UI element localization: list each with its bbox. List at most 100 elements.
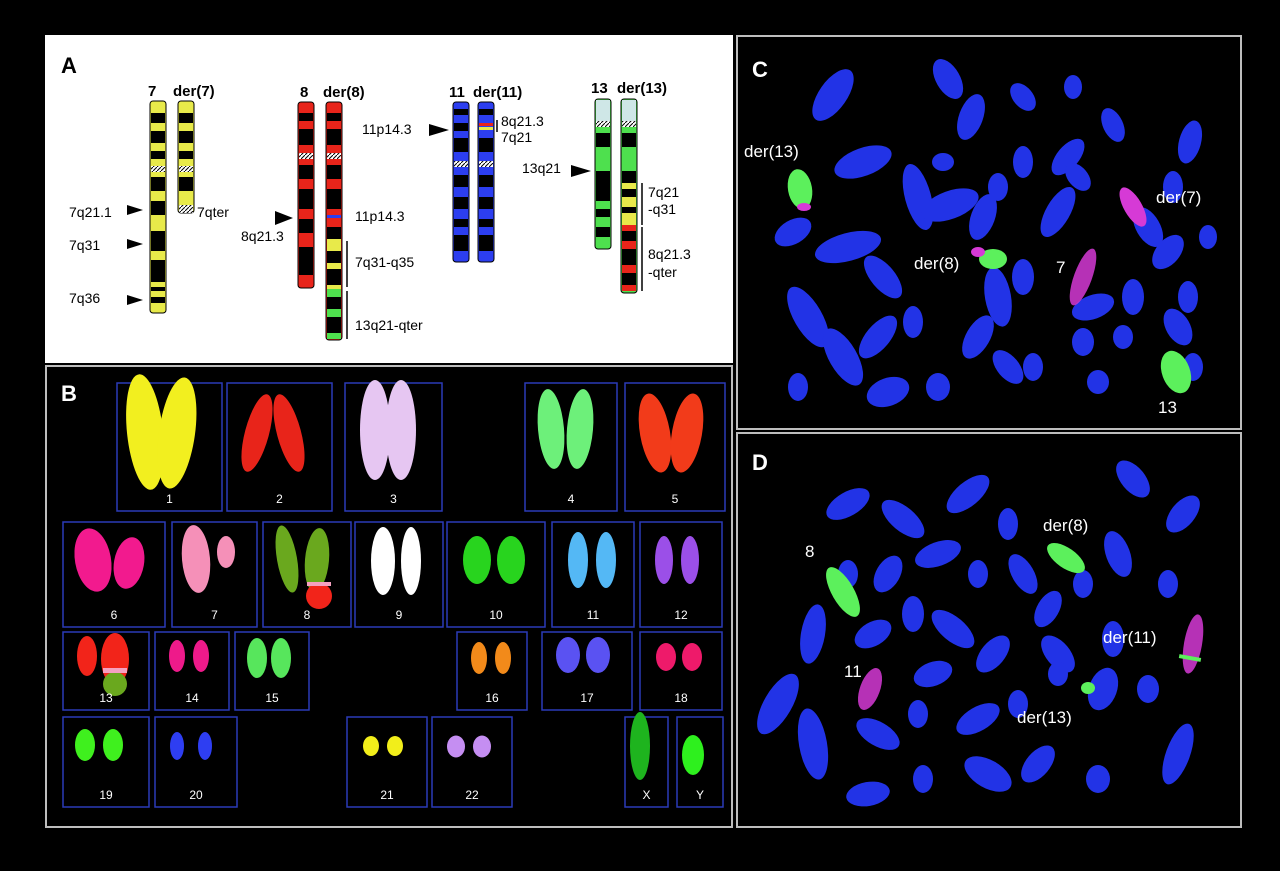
chromosome-4-homolog-2 [566,389,594,469]
karyotype-cell-x: X [624,712,669,808]
metaphase-spread-d: der(8) 8 der(11) 11 der(13) [757,460,1204,807]
karyotype-cell-11: 11 [551,521,635,628]
karyotype-label-15: 15 [265,691,279,705]
chromosome-3-homolog-1 [360,380,390,480]
der8-title: der(8) [323,84,365,101]
chromosome-5-homolog-2 [670,393,704,473]
label-7q36: 7q36 [69,290,100,306]
karyotype-label-8: 8 [304,608,311,622]
der13-signal-d [1081,682,1095,694]
chromosome-13-ideogram [594,98,612,250]
arrow-8q21-3 [275,211,293,225]
chromosome-10-homolog-2 [497,536,525,584]
karyotype-cell-19: 19 [62,716,150,808]
label-11p14-3: 11p14.3 [362,121,412,137]
der13-ideogram [620,98,638,294]
karyotype-label-16: 16 [485,691,499,705]
karyotype-label-11: 11 [587,608,600,622]
chromosome-22-homolog-1 [447,735,465,758]
label-7q31: 7q31 [69,237,100,253]
karyotype-label-19: 19 [99,788,113,802]
der11-green-band [1178,654,1202,662]
karyotype-label-x: X [642,788,650,802]
arrow-13q21 [571,165,591,177]
label-13-c: 13 [1158,398,1177,417]
chromosome-20-homolog-1 [170,732,184,760]
der8-red-segment [306,583,332,609]
karyotype-cell-16: 16 [456,631,528,711]
label-der8-d: der(8) [1043,516,1088,535]
karyotype-cell-15: 15 [234,631,310,711]
chromosome-1-homolog-2 [157,377,197,489]
karyotype-label-7: 7 [211,608,218,622]
chr7-title: 7 [148,83,156,100]
chromosome-19-homolog-2 [103,729,123,761]
karyotype-label-6: 6 [111,608,118,622]
der11-title: der(11) [473,84,522,101]
karyotype-label-9: 9 [396,608,403,622]
chromosome-11-homolog-1 [568,532,588,588]
panel-b-letter: B [61,381,77,406]
label-13q21-qter: 13q21-qter [355,317,423,333]
chr11-signal [857,668,883,710]
label-7q21-der11: 7q21 [501,129,532,145]
label-11-d: 11 [844,662,862,681]
chr11-title: 11 [449,84,465,101]
karyotype-cell-22: 22 [431,716,513,808]
chromosome-10-homolog-1 [463,536,491,584]
chromosome-7-homolog-1 [181,525,211,593]
karyotype-cell-4: 4 [524,382,618,512]
chromosome-7-ideogram [149,100,167,314]
karyotype-label-20: 20 [189,788,203,802]
label-7q31-q35: 7q31-q35 [355,254,414,270]
panel-d-letter: D [752,450,768,475]
chromosome-9-homolog-1 [371,527,395,595]
karyotype-cell-18: 18 [639,631,723,711]
metaphase-spread-c: der(13) der(7) der(8) 7 13 [744,59,1217,417]
karyotype-cell-14: 14 [154,631,230,711]
label-7q21-der13: 7q21 [648,184,679,200]
der13-green-segment [103,672,127,696]
chromosome-8-homolog-1 [275,525,299,593]
karyotype-cell-21: 21 [346,716,428,808]
label-8q21-3-der13: 8q21.3 [648,246,691,262]
chromosome-11-ideogram [452,101,470,263]
panel-a-letter: A [61,53,77,78]
chromosome-1-homolog-1 [126,374,164,490]
chromosome-17-homolog-1 [556,637,580,673]
chromosome-22-homolog-2 [473,735,491,758]
karyotype-label-21: 21 [380,788,394,802]
chromosome-8-homolog-2 [304,528,330,592]
chromosome-14-homolog-1 [169,640,185,672]
karyotype-label-3: 3 [390,492,397,506]
label-der11-d: der(11) [1103,628,1157,647]
der7-signal [1119,187,1147,227]
der13-magenta-band [797,203,811,211]
label-der13-c: der(13) [744,142,799,161]
label-8q21-3-der11: 8q21.3 [501,113,544,129]
der8-ideogram [325,101,343,341]
chromosome-16-homolog-1 [471,642,487,674]
chr13-title: 13 [591,80,608,97]
chromosome-13-homolog-1 [77,636,97,676]
karyotype-cell-2: 2 [226,382,333,512]
karyotype-label-10: 10 [489,608,503,622]
karyotype-label-13: 13 [99,691,113,705]
label-7-c: 7 [1056,258,1065,277]
chromosome-17-homolog-2 [586,637,610,673]
chromosome-2-homolog-2 [273,394,305,472]
chromosome-6-homolog-1 [74,528,112,592]
arrow-7q36 [127,295,143,305]
karyotype-cell-17: 17 [541,631,633,711]
der8-signal [979,249,1007,269]
der11-ideogram [477,101,495,263]
karyotype-label-17: 17 [580,691,594,705]
ideogram-diagram: 7 der(7) 8 der(8) 11 der(11) 13 der(13) [69,80,691,341]
label-7q21-1: 7q21.1 [69,204,112,220]
chr7-signal [1069,248,1097,306]
chromosome-14-homolog-2 [193,640,209,672]
panel-a: A 7 der(7) 8 der(8) 11 der(11) 13 der(13… [45,35,733,363]
chromosome-9-homolog-2 [401,527,421,595]
